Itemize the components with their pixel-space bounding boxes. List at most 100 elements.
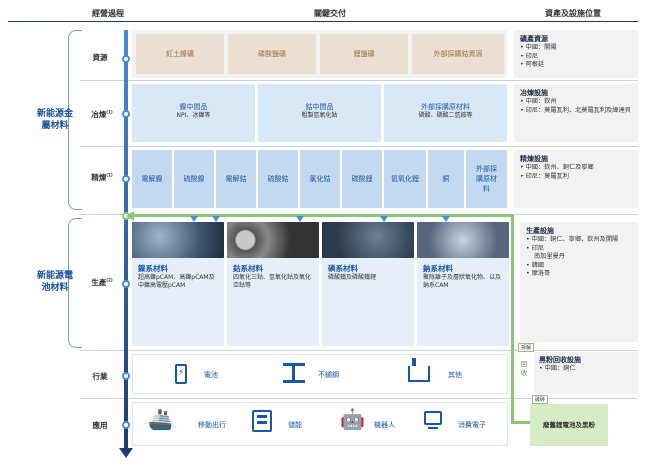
- right-item: • 印尼: [520, 52, 538, 60]
- refining-box: 碳酸鋰: [342, 150, 382, 208]
- header-resources: 資產及設施位置: [545, 9, 601, 18]
- right-item: 南加里曼丹: [534, 253, 565, 260]
- product-sub: 四氧化三鈷、氫氧化鈷及氧化亞鈷等: [233, 274, 312, 289]
- flow-dot: [122, 372, 130, 380]
- electronics-icon: [424, 411, 442, 425]
- waste-battery-box: 廢舊鋰電池及黑粉: [530, 404, 608, 446]
- refining-box: 硫酸鈷: [258, 150, 298, 208]
- smelting-box-title: 外部採購原材料: [421, 103, 470, 111]
- stage-industry: 行業: [92, 372, 108, 381]
- smelting-box-title: 鎳中間品: [179, 103, 208, 111]
- row-divider: [80, 398, 638, 399]
- recycle-side-label: 回收: [520, 360, 528, 377]
- resource-box: 紅土鎳礦: [136, 34, 224, 74]
- row-divider: [80, 350, 638, 351]
- product-title: 鈉系材料: [423, 264, 453, 273]
- stage-application: 應用: [92, 421, 108, 430]
- refining-box: 電解鈷: [216, 150, 256, 208]
- refining-box: 氯化鈷: [300, 150, 340, 208]
- right-title: 生產設施: [526, 227, 554, 235]
- recycle-loop-top: [130, 214, 514, 217]
- stage-smelting: 冶煉(1): [91, 109, 113, 120]
- cobalt-material-image: [227, 222, 319, 258]
- header-stage: 經營過程: [92, 9, 124, 18]
- flow-dot: [122, 110, 130, 118]
- flow-dot: [122, 280, 130, 288]
- storage-icon: [252, 410, 272, 432]
- right-item: • 印尼：莫羅瓦利、北莫羅瓦利及緯達貝: [520, 106, 631, 114]
- product-sub: 聚陰離子及層狀氧化物、以及鈉系CAM: [423, 274, 502, 289]
- smelting-box-sub: NPI、冰鎳等: [176, 112, 211, 119]
- industry-row: [132, 354, 508, 394]
- right-panel-recycle: 黑粉回收設施 • 中國：銅仁: [534, 352, 638, 394]
- right-item: • 中國：銅仁: [539, 365, 576, 372]
- application-label: 儲能: [288, 421, 302, 429]
- right-item: • 阿根廷: [520, 61, 545, 68]
- robot-icon: 🤖: [340, 407, 365, 431]
- production-card: 鈉系材料 聚陰離子及層狀氧化物、以及鈉系CAM: [417, 222, 509, 346]
- resource-box: 鋰鹽礦: [320, 34, 408, 74]
- stage-production: 生產(2): [91, 277, 113, 288]
- recycle-loop-right: [511, 214, 514, 424]
- smelting-box: 鈷中間品 粗製氫氧化鈷: [258, 84, 381, 142]
- metal-bracket: [68, 30, 82, 210]
- right-title: 礦產資源: [520, 35, 548, 43]
- right-panel-production: 生產設施 • 中國：銅仁、寧鄉、欽州及開陽 • 印尼 南加里曼丹 • 韓國 • …: [520, 222, 638, 342]
- application-label: 機器人: [374, 421, 395, 429]
- sodium-material-image: [417, 222, 509, 258]
- flow-dot: [122, 175, 130, 183]
- metal-category-label: 新能源金屬材料: [36, 109, 73, 131]
- product-title: 鈷系材料: [233, 264, 263, 273]
- flow-dot: [122, 421, 130, 429]
- product-title: 鎳系材料: [138, 264, 168, 273]
- battery-icon: [175, 364, 187, 384]
- application-label: 移動出行: [198, 421, 226, 429]
- resource-box: 磷酸鹽礦: [228, 34, 316, 74]
- smelting-box-sub: 粗製氫氧化鈷: [301, 112, 338, 119]
- electronics-icon-stand: [428, 427, 438, 429]
- refining-box: 銅: [428, 150, 464, 208]
- refining-box: 硫酸鎳: [174, 150, 214, 208]
- down-arrow: [190, 216, 198, 222]
- down-arrow: [442, 216, 450, 222]
- resource-box: 外部採購鈷資源: [412, 34, 504, 74]
- right-item: • 中國：欽州: [520, 98, 557, 105]
- down-arrow: [212, 216, 220, 222]
- mobility-icon: 🚢: [148, 407, 173, 431]
- application-row: [132, 402, 508, 446]
- nickel-material-image: [132, 222, 224, 258]
- industry-label: 其他: [448, 371, 462, 379]
- down-arrow: [380, 216, 388, 222]
- product-sub: 超高鎳pCAM、高鎳pCAM及中鎳高電壓pCAM: [138, 274, 215, 289]
- smelting-box: 外部採購原材料 磷酸、磷酸二氫銨等: [384, 84, 507, 142]
- production-card: 鈷系材料 四氧化三鈷、氫氧化鈷及氧化亞鈷等: [227, 222, 319, 346]
- industry-label: 不鏽鋼: [318, 371, 339, 379]
- row-divider: [80, 146, 638, 147]
- right-title: 精煉設施: [520, 155, 548, 163]
- battery-category-label: 新能源電池材料: [36, 271, 73, 293]
- recycle-arrow-head: [126, 211, 134, 221]
- row-divider: [80, 80, 638, 81]
- right-item: • 中國：銅仁、寧鄉、欽州及開陽: [526, 236, 619, 243]
- right-item: • 中國：欽州、銅仁及寧鄉: [520, 164, 594, 171]
- header-rule: [8, 21, 638, 22]
- industry-label: 電池: [204, 371, 218, 379]
- smelting-box-sub: 磷酸、磷酸二氫銨等: [418, 112, 473, 119]
- refining-box: 電解鎳: [132, 150, 172, 208]
- flow-arrow-head: [119, 448, 133, 458]
- right-item: • 印尼: [526, 244, 544, 252]
- dismantle-tag: 拆解: [518, 343, 535, 352]
- product-title: 磷系材料: [328, 264, 358, 273]
- header-delivery: 關鍵交付: [314, 9, 346, 18]
- stage-resource: 資源: [92, 53, 108, 62]
- right-item: • 中國：開陽: [520, 44, 557, 51]
- right-title: 黑粉回收設施: [539, 356, 581, 364]
- smelting-box: 鎳中間品 NPI、冰鎳等: [132, 84, 255, 142]
- right-item: • 摩洛哥: [526, 270, 551, 277]
- right-panel-mining: 礦產資源 • 中國：開陽 • 印尼 • 阿根廷: [514, 30, 638, 78]
- refining-box: 外部採購原材料: [466, 150, 507, 208]
- phosphate-material-image: [322, 222, 414, 258]
- recycle-loop-bottom: [511, 421, 531, 424]
- stage-refining: 精煉(1): [91, 172, 113, 183]
- crush-tag: 破碎: [532, 395, 549, 404]
